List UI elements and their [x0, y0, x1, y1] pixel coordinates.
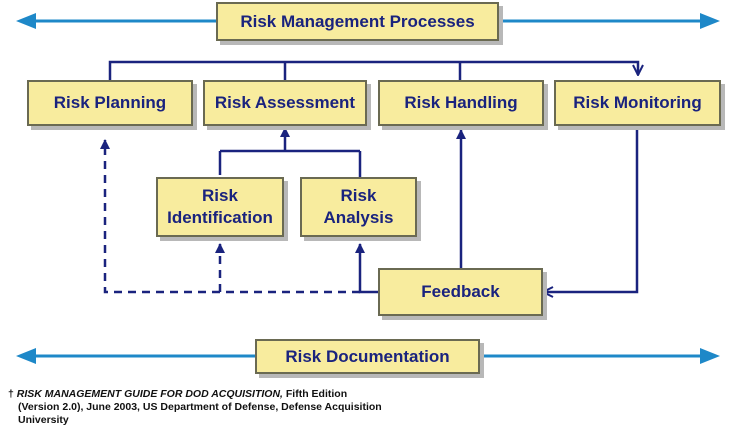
- risk-monitoring-box: Risk Monitoring: [554, 80, 721, 126]
- feedback-label: Feedback: [421, 282, 500, 302]
- footnote-edition: Fifth Edition: [282, 388, 348, 400]
- feedback-box: Feedback: [378, 268, 543, 316]
- footnote-dagger: †: [8, 388, 14, 400]
- risk-documentation-label: Risk Documentation: [285, 346, 450, 366]
- process-bus: [108, 60, 638, 80]
- risk-assessment-box: Risk Assessment: [203, 80, 367, 126]
- risk-monitoring-label: Risk Monitoring: [573, 93, 702, 113]
- risk-planning-box: Risk Planning: [27, 80, 193, 126]
- footnote: † RISK MANAGEMENT GUIDE FOR DOD ACQUISIT…: [8, 388, 382, 427]
- footnote-line3: University: [18, 414, 69, 427]
- risk-planning-label: Risk Planning: [53, 93, 167, 113]
- risk-handling-box: Risk Handling: [378, 80, 544, 126]
- title-box: Risk Management Processes: [216, 2, 499, 41]
- risk-analysis-line1: Risk: [340, 186, 377, 206]
- risk-identification-box: Risk Identification: [156, 177, 284, 237]
- risk-identification-line2: Identification: [167, 208, 273, 227]
- footnote-title: RISK MANAGEMENT GUIDE FOR DOD ACQUISITIO…: [16, 388, 283, 400]
- footnote-line2: (Version 2.0), June 2003, US Department …: [18, 401, 382, 414]
- risk-handling-label: Risk Handling: [404, 93, 518, 113]
- risk-identification-line1: Risk: [202, 186, 238, 206]
- title-text: Risk Management Processes: [240, 11, 475, 31]
- risk-assessment-label: Risk Assessment: [214, 93, 356, 113]
- risk-analysis-line2: Analysis: [323, 208, 394, 227]
- risk-documentation-box: Risk Documentation: [255, 339, 480, 374]
- footnote-line1: † RISK MANAGEMENT GUIDE FOR DOD ACQUISIT…: [8, 388, 382, 401]
- risk-analysis-box: Risk Analysis: [300, 177, 417, 237]
